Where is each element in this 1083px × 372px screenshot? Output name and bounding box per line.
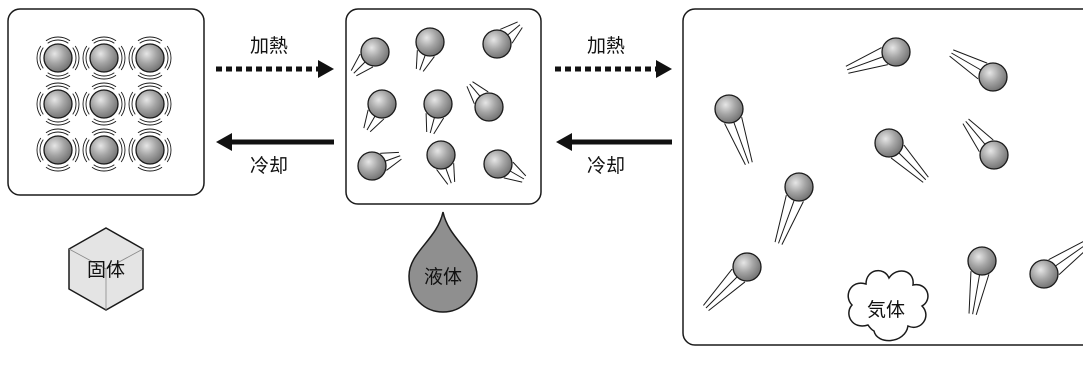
gas-particle-trail xyxy=(890,144,929,183)
gas-particle xyxy=(978,62,1008,92)
liquid-particle xyxy=(415,27,445,57)
liquid-particle-trail xyxy=(436,163,456,185)
solid-particle xyxy=(135,43,165,73)
liquid-particle-trail xyxy=(350,53,374,77)
gas-particle xyxy=(1029,259,1059,289)
liquid-particle-trail xyxy=(363,109,385,133)
gas-state-label: 気体 xyxy=(867,299,905,321)
solid-vibration xyxy=(82,128,126,172)
solid-particle xyxy=(89,135,119,165)
liquid-particle xyxy=(360,37,390,67)
gas-particle xyxy=(874,128,904,158)
gas-particle xyxy=(784,172,814,202)
gas-particle-trail xyxy=(962,118,994,152)
liquid-state-label: 液体 xyxy=(424,266,462,288)
liquid-particle-trail xyxy=(380,151,402,171)
cool-label-1: 冷却 xyxy=(250,155,288,177)
solid-vibration xyxy=(36,128,80,172)
cool-label-2: 冷却 xyxy=(587,155,625,177)
gas-particle xyxy=(714,94,744,124)
gas-particle-trail xyxy=(724,117,753,165)
water-drop-icon xyxy=(408,211,478,313)
gas-particles xyxy=(703,37,1083,315)
gas-particle-trail xyxy=(774,195,804,245)
solid-vibration xyxy=(82,82,126,126)
liquid-particles xyxy=(350,21,527,185)
heat-label-1: 加熱 xyxy=(250,35,288,57)
liquid-particle xyxy=(482,29,512,59)
solid-particle xyxy=(89,43,119,73)
liquid-particle-trail xyxy=(466,81,489,104)
solid-particle xyxy=(43,89,73,119)
gas-particle-trail xyxy=(703,268,746,311)
solid-vibration xyxy=(82,36,126,80)
solid-vibration xyxy=(128,36,172,80)
solid-vibration xyxy=(36,82,80,126)
gas-particle xyxy=(967,246,997,276)
liquid-particle xyxy=(367,89,397,119)
gas-particle xyxy=(732,252,762,282)
heat-label-2: 加熱 xyxy=(587,35,625,57)
liquid-particle xyxy=(423,89,453,119)
solid-particle xyxy=(43,43,73,73)
solid-particle xyxy=(43,135,73,165)
solid-particles xyxy=(36,36,172,172)
liquid-particle xyxy=(474,92,504,122)
solid-vibration xyxy=(128,82,172,126)
gas-particle-trail xyxy=(968,271,990,315)
solid-particle xyxy=(135,135,165,165)
cloud-icon xyxy=(847,269,929,342)
liquid-particle xyxy=(357,151,387,181)
heat-arrow-solid-to-liquid xyxy=(216,60,334,78)
liquid-particle-trail xyxy=(503,161,527,183)
gas-particle-trail xyxy=(949,49,988,80)
cool-arrow-liquid-to-solid xyxy=(216,133,334,151)
liquid-particle-trail xyxy=(415,50,435,72)
gas-particle-trail xyxy=(845,47,888,74)
solid-state-label: 固体 xyxy=(87,259,125,281)
liquid-particle xyxy=(483,149,513,179)
solid-particle xyxy=(135,89,165,119)
gas-particle xyxy=(881,37,911,67)
solid-vibration xyxy=(36,36,80,80)
solid-vibration xyxy=(128,128,172,172)
hexagon-cube-icon xyxy=(68,227,144,311)
heat-arrow-liquid-to-gas xyxy=(555,60,672,78)
liquid-particle-trail xyxy=(500,21,523,44)
liquid-particle xyxy=(426,140,456,170)
gas-particle xyxy=(979,140,1009,170)
cool-arrow-gas-to-liquid xyxy=(556,133,672,151)
solid-particle xyxy=(89,89,119,119)
liquid-particle-trail xyxy=(425,113,445,135)
